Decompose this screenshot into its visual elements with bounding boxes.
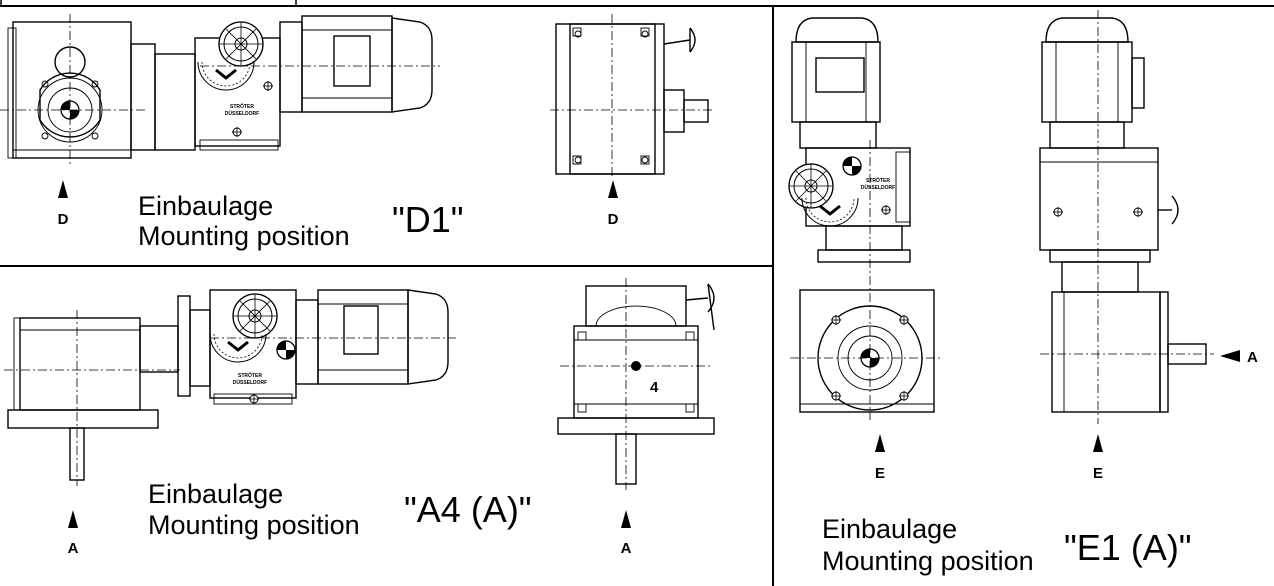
d1-mounting-position: Mounting position (138, 221, 350, 251)
e1-position-code: "E1 (A)" (1064, 527, 1192, 568)
d1-side-view (550, 14, 712, 178)
panel-d1: STRÖTER DÜSSELDORF (0, 14, 712, 251)
e1-mounting-position: Mounting position (822, 546, 1034, 576)
arrow-left-icon (1220, 350, 1240, 362)
e1-einbaulage: Einbaulage (822, 514, 957, 544)
e1-arrow-left-label: E (875, 465, 885, 482)
d1-front-view: STRÖTER DÜSSELDORF (0, 14, 440, 165)
panel-a4: STRÖTER DÜSSELDORF 4 (4, 278, 715, 557)
d1-arrow-left-label: D (58, 211, 69, 228)
e1-side-view (1039, 10, 1214, 424)
e1-brand-city: DÜSSELDORF (861, 184, 895, 191)
a4-side-view (557, 278, 715, 490)
e1-brand: STRÖTER (866, 177, 890, 184)
arrow-up-icon (67, 509, 79, 529)
a4-side-number: 4 (650, 379, 659, 396)
d1-brand-city: DÜSSELDORF (225, 110, 259, 117)
d1-arrow-right-label: D (608, 211, 619, 228)
a4-brand: STRÖTER (238, 372, 262, 379)
a4-einbaulage: Einbaulage (148, 479, 283, 509)
arrow-up-icon (57, 179, 69, 199)
a4-front-view: STRÖTER DÜSSELDORF (4, 289, 456, 486)
arrow-up-icon (874, 433, 886, 453)
a4-brand-city: DÜSSELDORF (233, 379, 267, 386)
d1-brand: STRÖTER (230, 103, 254, 110)
a4-mounting-position: Mounting position (148, 510, 360, 540)
panel-e1: STRÖTER DÜSSELDORF (788, 10, 1258, 576)
e1-front-view: STRÖTER DÜSSELDORF (788, 17, 940, 420)
arrow-up-icon (1092, 433, 1104, 453)
a4-arrow-left-label: A (68, 540, 79, 557)
e1-arrow-right-label: E (1093, 465, 1103, 482)
e1-arrow-side-label: A (1247, 349, 1258, 366)
arrow-up-icon (620, 509, 632, 529)
arrow-up-icon (607, 179, 619, 199)
a4-arrow-right-label: A (621, 540, 632, 557)
d1-position-code: "D1" (392, 199, 464, 240)
a4-position-code: "A4 (A)" (404, 489, 532, 530)
d1-einbaulage: Einbaulage (138, 191, 273, 221)
